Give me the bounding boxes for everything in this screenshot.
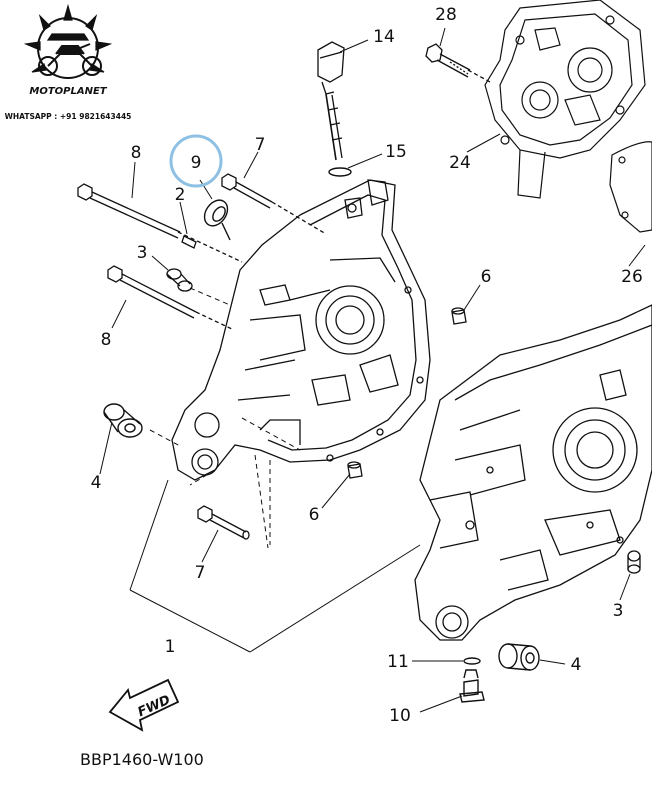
bolt-part-28 [425, 43, 491, 83]
drawing-code: BBP1460-W100 [80, 750, 204, 769]
callout-24: 24 [449, 153, 471, 173]
callout-labels: 28 14 8 9 7 15 24 2 3 26 6 8 4 6 7 3 1 1… [91, 5, 643, 726]
crankcase-cover-part-24 [484, 0, 646, 199]
callout-6-upper: 6 [481, 267, 492, 287]
dipstick-part-14 [317, 41, 345, 161]
dowel-part-6-lower [347, 461, 363, 479]
callout-4-right: 4 [571, 655, 582, 675]
whatsapp-contact: WHATSAPP : +91 9821643445 [5, 112, 132, 121]
callout-15: 15 [385, 142, 407, 162]
callout-7-upper: 7 [255, 135, 266, 155]
callout-6-lower: 6 [309, 505, 320, 525]
dowel-part-6-upper [451, 307, 467, 325]
callout-8-lower: 8 [101, 330, 112, 350]
gasket-part-26 [609, 141, 652, 233]
callout-28: 28 [435, 5, 457, 25]
callout-10: 10 [389, 706, 411, 726]
motorcycle-icon [38, 43, 102, 76]
long-bolt-part-8-lower [107, 265, 235, 331]
drain-bolt-part-10 [459, 669, 485, 703]
callout-4-left: 4 [91, 473, 102, 493]
damper-part-4-right [498, 643, 540, 671]
forward-direction-arrow: FWD [108, 678, 180, 732]
callout-14: 14 [373, 27, 395, 47]
logo-wordmark: MOTOPLANET [29, 86, 107, 97]
collar-part-3-upper [166, 268, 193, 292]
assembly-guide-lines [149, 287, 301, 549]
o-ring-part-15 [328, 167, 352, 177]
callout-3-right: 3 [613, 601, 624, 621]
crankcase-left-part-1 [171, 179, 431, 481]
callout-8-upper: 8 [131, 143, 142, 163]
fwd-arrow-icon [108, 678, 180, 732]
long-bolt-part-8-upper [77, 183, 243, 263]
callout-1: 1 [165, 637, 176, 657]
callout-7-lower: 7 [195, 563, 206, 583]
bolt-part-7-upper [221, 173, 327, 235]
callout-2: 2 [175, 185, 186, 205]
bolt-part-7-lower [197, 505, 250, 540]
callout-3-upper: 3 [137, 243, 148, 263]
crankcase-right-assembly [414, 304, 652, 641]
o-ring-part-11 [463, 657, 481, 665]
highlight-ring-part-9 [169, 134, 223, 188]
callout-9: 9 [191, 153, 202, 173]
oil-seal-part-9 [203, 199, 231, 241]
collar-part-3-right [627, 550, 641, 574]
callout-26: 26 [621, 267, 643, 287]
dowel-pin-part-2 [181, 235, 197, 249]
motoplanet-logo: MOTOPLANET WHATSAPP : +91 9821643445 [5, 3, 132, 121]
damper-part-4-left [103, 403, 143, 438]
leader-lines [99, 27, 646, 713]
callout-11: 11 [387, 652, 409, 672]
